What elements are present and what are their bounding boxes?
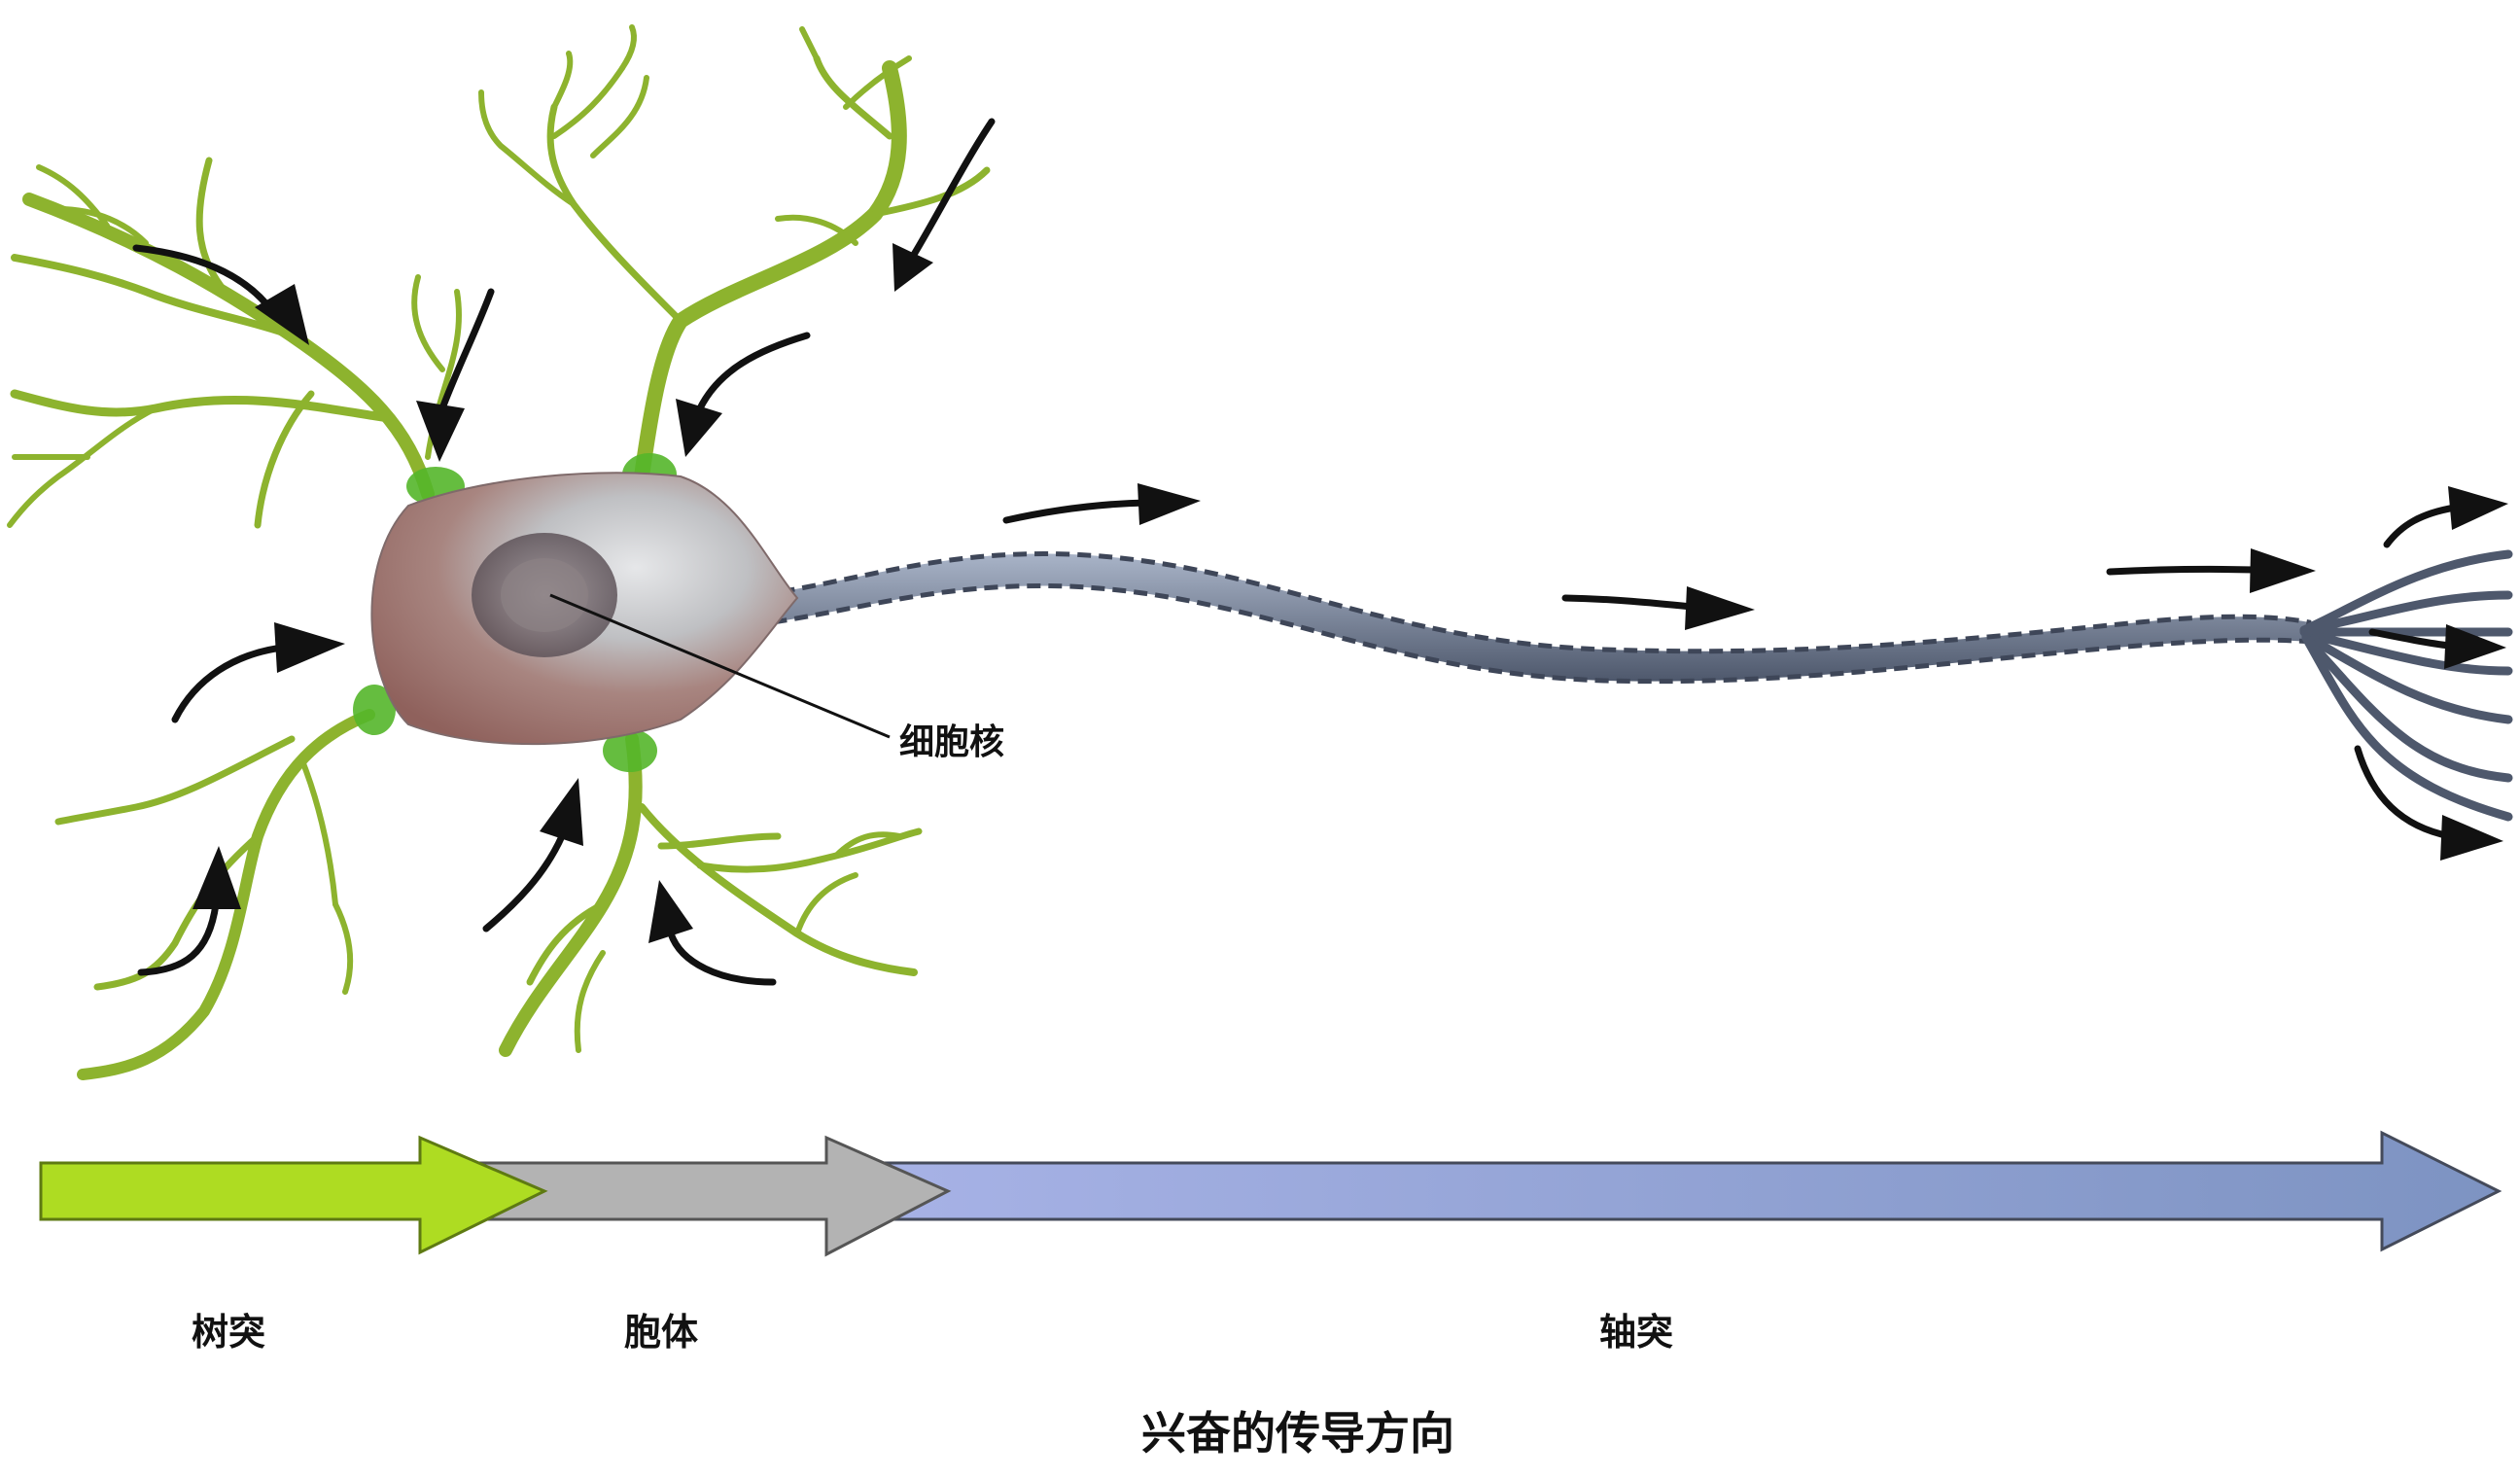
signal-arrow-icon bbox=[2354, 745, 2503, 861]
band-axon bbox=[873, 1130, 2502, 1252]
signal-arrow-icon bbox=[2383, 486, 2508, 548]
signal-arrow-icon bbox=[137, 846, 241, 976]
label-axon: 轴突 bbox=[1599, 1311, 1673, 1354]
signal-arrow-icon bbox=[892, 118, 996, 292]
signal-arrow-icon bbox=[648, 880, 777, 986]
axon bbox=[736, 549, 2513, 822]
conduction-direction-band bbox=[39, 1130, 2502, 1257]
nucleus-pointer-line bbox=[549, 593, 891, 739]
dendrites bbox=[7, 24, 991, 1080]
signal-arrow-icon bbox=[171, 622, 345, 723]
signal-arrow-icon bbox=[482, 778, 583, 933]
label-nucleus: 细胞核 bbox=[899, 722, 1004, 762]
signal-arrow-icon bbox=[1002, 483, 1201, 525]
signal-arrows bbox=[132, 118, 2508, 986]
signal-arrow-icon bbox=[2106, 548, 2316, 593]
signal-arrow-icon bbox=[416, 288, 495, 462]
signal-arrow-icon bbox=[676, 332, 811, 457]
signal-arrow-icon bbox=[1561, 586, 1755, 630]
label-dendrite: 树突 bbox=[192, 1311, 265, 1354]
label-soma: 胞体 bbox=[624, 1311, 698, 1354]
signal-arrow-icon bbox=[132, 244, 309, 345]
caption: 兴奋的传导方向 bbox=[1141, 1407, 1454, 1460]
band-dendrite bbox=[39, 1135, 548, 1255]
band-soma bbox=[455, 1135, 952, 1257]
signal-arrow-icon bbox=[2368, 624, 2506, 669]
